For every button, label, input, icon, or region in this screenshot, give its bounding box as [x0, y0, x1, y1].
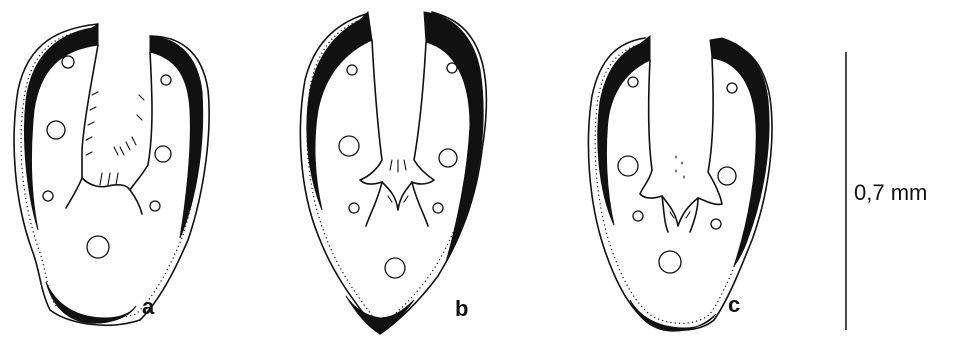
section-b-bundle: [339, 136, 359, 156]
section-a: a: [14, 24, 209, 325]
section-a-furrow: [66, 45, 152, 214]
section-b-bundle: [385, 258, 405, 278]
section-b-bundle: [439, 149, 457, 167]
section-c-bundle: [659, 251, 681, 273]
scale-bar: 0,7 mm: [846, 52, 927, 330]
section-a-bundle: [62, 56, 74, 68]
section-a-epidermis-dots: [21, 30, 202, 319]
section-b-furrow-hairs: [388, 160, 408, 202]
section-a-bundle: [87, 236, 109, 258]
section-c-bundle: [618, 156, 638, 176]
section-b-bundle: [447, 63, 457, 73]
section-b: b: [300, 12, 486, 334]
panel-label-c: c: [728, 292, 740, 317]
section-c-epidermis-dots: [595, 44, 765, 323]
section-b-sclerenchyma-right: [424, 12, 483, 262]
section-c-furrow: [640, 58, 722, 232]
section-b-bundle: [347, 65, 357, 75]
section-a-bundle: [43, 191, 53, 201]
section-c-bundle: [711, 219, 721, 229]
section-a-sclerenchyma-bottom: [46, 282, 136, 323]
section-a-bundle: [150, 201, 160, 211]
section-c: c: [588, 36, 772, 331]
section-c-bundle: [628, 77, 638, 87]
section-c-bundle: [633, 211, 643, 221]
panel-label-a: a: [142, 294, 155, 319]
section-a-bundle: [161, 75, 171, 85]
section-c-sclerenchyma-right: [710, 38, 769, 266]
section-b-sclerenchyma-left: [307, 12, 372, 210]
section-b-bundle: [433, 203, 443, 213]
section-c-bundle: [718, 167, 736, 185]
section-a-furrow-base: [82, 178, 130, 190]
scale-bar-label: 0,7 mm: [854, 180, 927, 205]
section-b-furrow: [360, 40, 434, 226]
panel-label-b: b: [455, 296, 468, 321]
section-b-bundle: [349, 203, 359, 213]
section-a-furrow-hairs: [86, 92, 144, 185]
section-a-bundle: [47, 121, 65, 139]
section-c-furrow-base: [662, 196, 698, 226]
section-a-bundle: [155, 146, 171, 162]
section-c-bundle: [727, 83, 737, 93]
